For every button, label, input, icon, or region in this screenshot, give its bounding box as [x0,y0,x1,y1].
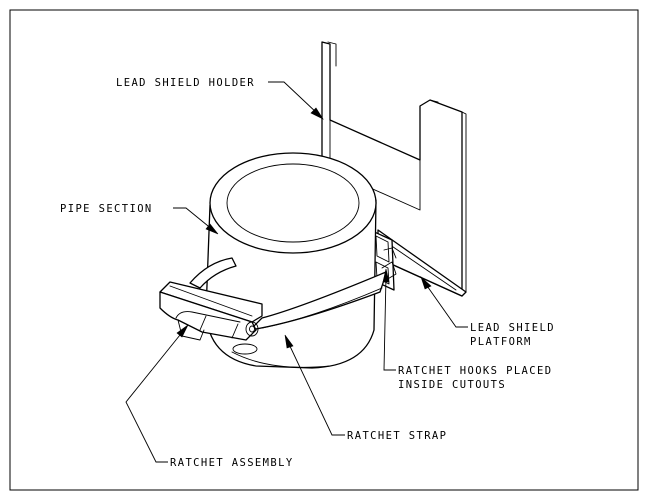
leader-lines [125,81,468,463]
lead-shield-platform [369,229,467,297]
label-lead-shield-platform-2: PLATFORM [470,336,532,348]
label-ratchet-assembly: RATCHET ASSEMBLY [170,457,294,469]
drawing-frame [9,9,639,491]
label-lead-shield-holder: LEAD SHIELD HOLDER [116,77,255,89]
label-ratchet-hooks-2: INSIDE CUTOUTS [398,379,506,391]
label-ratchet-strap: RATCHET STRAP [347,430,447,442]
label-lead-shield-platform-1: LEAD SHIELD [470,322,555,334]
ratchet-strap [189,247,397,331]
label-ratchet-hooks-1: RATCHET HOOKS PLACED [398,365,552,377]
label-pipe-section: PIPE SECTION [60,203,153,215]
ratchet-assembly [159,281,263,341]
